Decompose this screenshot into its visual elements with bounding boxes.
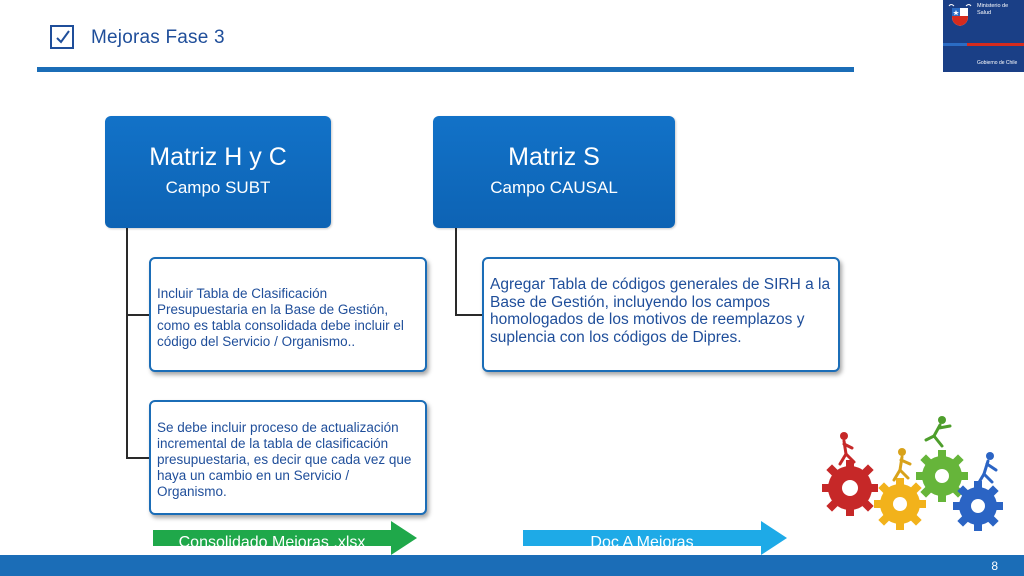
connector-right-branch-1 — [455, 314, 482, 316]
connector-left-branch-1 — [126, 314, 149, 316]
ministry-logo: Ministerio de Salud Gobierno de Chile — [943, 0, 1024, 72]
figure-yellow-icon — [892, 448, 912, 482]
connector-left-branch-2 — [126, 457, 149, 459]
logo-stripe-blue — [943, 43, 967, 46]
note-actualizacion-incremental: Se debe incluir proceso de actualización… — [149, 400, 427, 515]
node-title: Matriz H y C — [149, 143, 287, 171]
footer-bar — [0, 555, 1024, 576]
gear-green-icon — [916, 450, 968, 502]
checkmark-box — [50, 25, 74, 49]
node-subtitle: Campo CAUSAL — [490, 178, 618, 197]
arrow-right-icon — [523, 521, 787, 555]
link-label: Doc A Mejoras — [590, 534, 694, 551]
gear-red-icon — [822, 460, 878, 516]
link-label: Consolidado Mejoras .xlsx — [178, 534, 366, 551]
connector-left-vertical — [126, 228, 128, 459]
link-doc-a-mejoras[interactable]: Doc A Mejoras — [523, 521, 787, 555]
coat-of-arms-icon — [948, 4, 972, 26]
figure-blue-icon — [976, 452, 998, 486]
node-title: Matriz S — [508, 143, 600, 171]
note-clasificacion-presupuestaria: Incluir Tabla de Clasificación Presupues… — [149, 257, 427, 372]
gear-blue-icon — [953, 481, 1003, 531]
node-matriz-hyc: Matriz H y C Campo SUBT — [105, 116, 331, 228]
government-name: Gobierno de Chile — [977, 60, 1018, 66]
node-matriz-s: Matriz S Campo CAUSAL — [433, 116, 675, 228]
node-subtitle: Campo SUBT — [165, 178, 271, 197]
figure-red-icon — [838, 432, 856, 466]
arrow-right-icon — [153, 521, 417, 555]
gears-with-running-people-icon — [822, 416, 1003, 531]
checkmark-icon — [56, 30, 70, 44]
note-codigos-sirh: Agregar Tabla de códigos generales de SI… — [482, 257, 840, 372]
link-consolidado-mejoras[interactable]: Consolidado Mejoras .xlsx — [153, 521, 417, 555]
gear-yellow-icon — [874, 478, 926, 530]
ministry-name: Ministerio de Salud — [977, 3, 1009, 16]
header-divider — [37, 67, 854, 72]
page-number: 8 — [991, 559, 998, 573]
page-title: Mejoras Fase 3 — [91, 27, 225, 48]
logo-stripe-red — [967, 43, 1024, 46]
connector-right-vertical — [455, 228, 457, 316]
figure-green-icon — [924, 416, 952, 448]
